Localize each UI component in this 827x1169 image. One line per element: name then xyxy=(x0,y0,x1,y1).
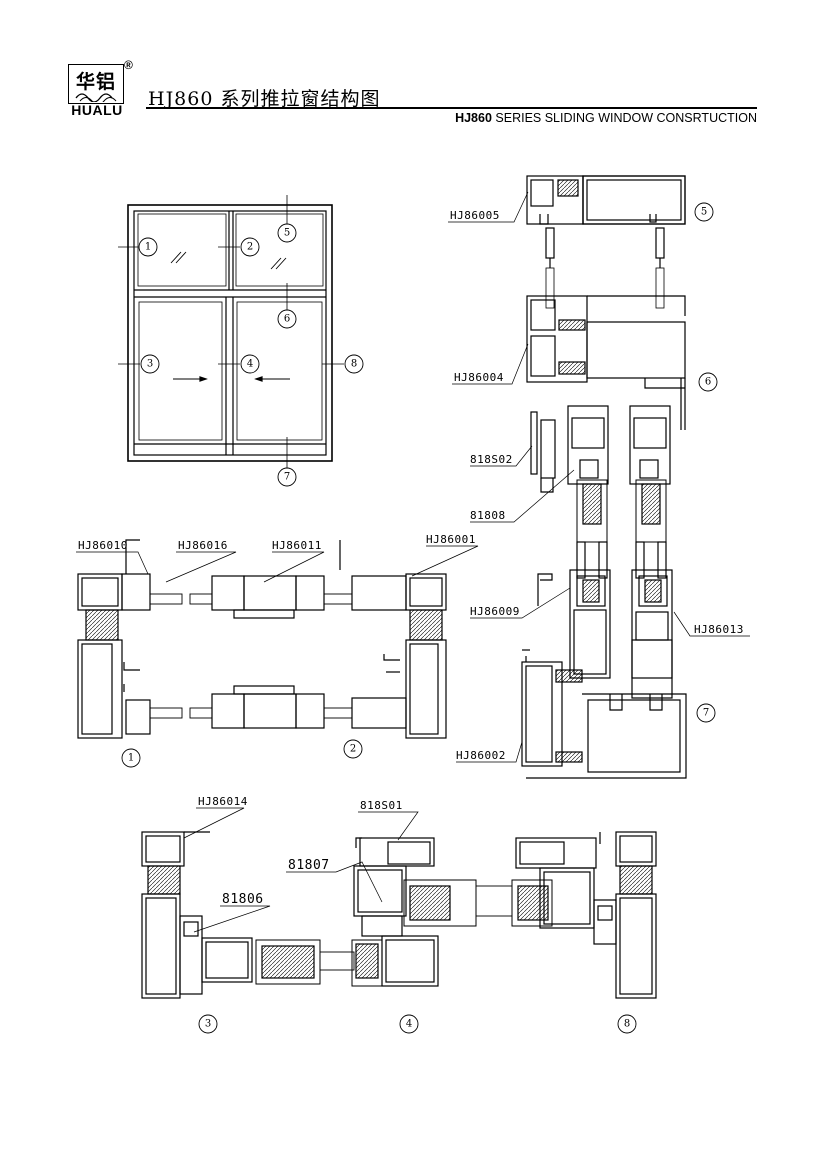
elev-marker-8: 8 xyxy=(351,359,357,370)
elev-marker-1: 1 xyxy=(145,242,151,253)
label-hj86016: HJ86016 xyxy=(178,539,228,552)
elev-marker-2: 2 xyxy=(247,242,253,253)
marker-numbers: 1 2 5 6 3 4 8 7 5 6 7 1 2 3 4 8 xyxy=(128,207,711,1030)
label-818s02: 818S02 xyxy=(470,453,513,466)
section-marker-6: 6 xyxy=(705,377,711,388)
page-title-chinese: HJ860 系列推拉窗结构图 xyxy=(148,88,381,110)
section-marker-4: 4 xyxy=(406,1019,412,1030)
label-hj86009: HJ86009 xyxy=(470,605,520,618)
label-leaders xyxy=(76,191,750,933)
elev-marker-5: 5 xyxy=(284,228,290,239)
label-hj86013: HJ86013 xyxy=(694,623,744,636)
logo-frame xyxy=(68,64,124,104)
label-hj86011: HJ86011 xyxy=(272,539,322,552)
section-marker-1: 1 xyxy=(128,753,134,764)
elev-marker-4: 4 xyxy=(247,359,253,370)
label-hj86014: HJ86014 xyxy=(198,795,248,808)
section-markers xyxy=(121,202,718,1034)
horizontal-section-lower xyxy=(141,831,657,999)
section-marker-3: 3 xyxy=(205,1019,211,1030)
label-81806: 81806 xyxy=(222,892,264,907)
label-81808: 81808 xyxy=(470,509,506,522)
label-hj86010: HJ86010 xyxy=(78,539,128,552)
label-hj86002: HJ86002 xyxy=(456,749,506,762)
elev-marker-7: 7 xyxy=(284,472,290,483)
title-divider xyxy=(146,107,757,109)
title-en-model: HJ860 xyxy=(455,111,492,125)
section-marker-7: 7 xyxy=(703,708,709,719)
page-title-english: HJ860 SERIES SLIDING WINDOW CONSRTUCTION xyxy=(455,111,757,125)
registered-mark: ® xyxy=(124,58,133,72)
label-81807: 81807 xyxy=(288,858,330,873)
label-818s01: 818S01 xyxy=(360,799,403,812)
section-marker-5: 5 xyxy=(701,207,707,218)
horizontal-section-upper xyxy=(77,539,447,739)
title-en-text: SERIES SLIDING WINDOW CONSRTUCTION xyxy=(491,111,757,125)
logo-english-text: HUALU xyxy=(71,102,123,118)
profile-labels: HJ86005 HJ86004 818S02 81808 HJ86009 HJ8… xyxy=(78,209,744,907)
section-marker-8: 8 xyxy=(624,1019,630,1030)
label-hj86004: HJ86004 xyxy=(454,371,504,384)
elev-marker-3: 3 xyxy=(147,359,153,370)
window-elevation xyxy=(118,195,344,468)
elev-marker-6: 6 xyxy=(284,314,290,325)
vertical-section xyxy=(521,175,687,779)
logo-chinese-text: 华铝 xyxy=(75,71,116,93)
label-hj86005: HJ86005 xyxy=(450,209,500,222)
logo-wave-icon xyxy=(75,93,117,102)
section-marker-2: 2 xyxy=(350,744,356,755)
label-hj86001: HJ86001 xyxy=(426,533,476,546)
